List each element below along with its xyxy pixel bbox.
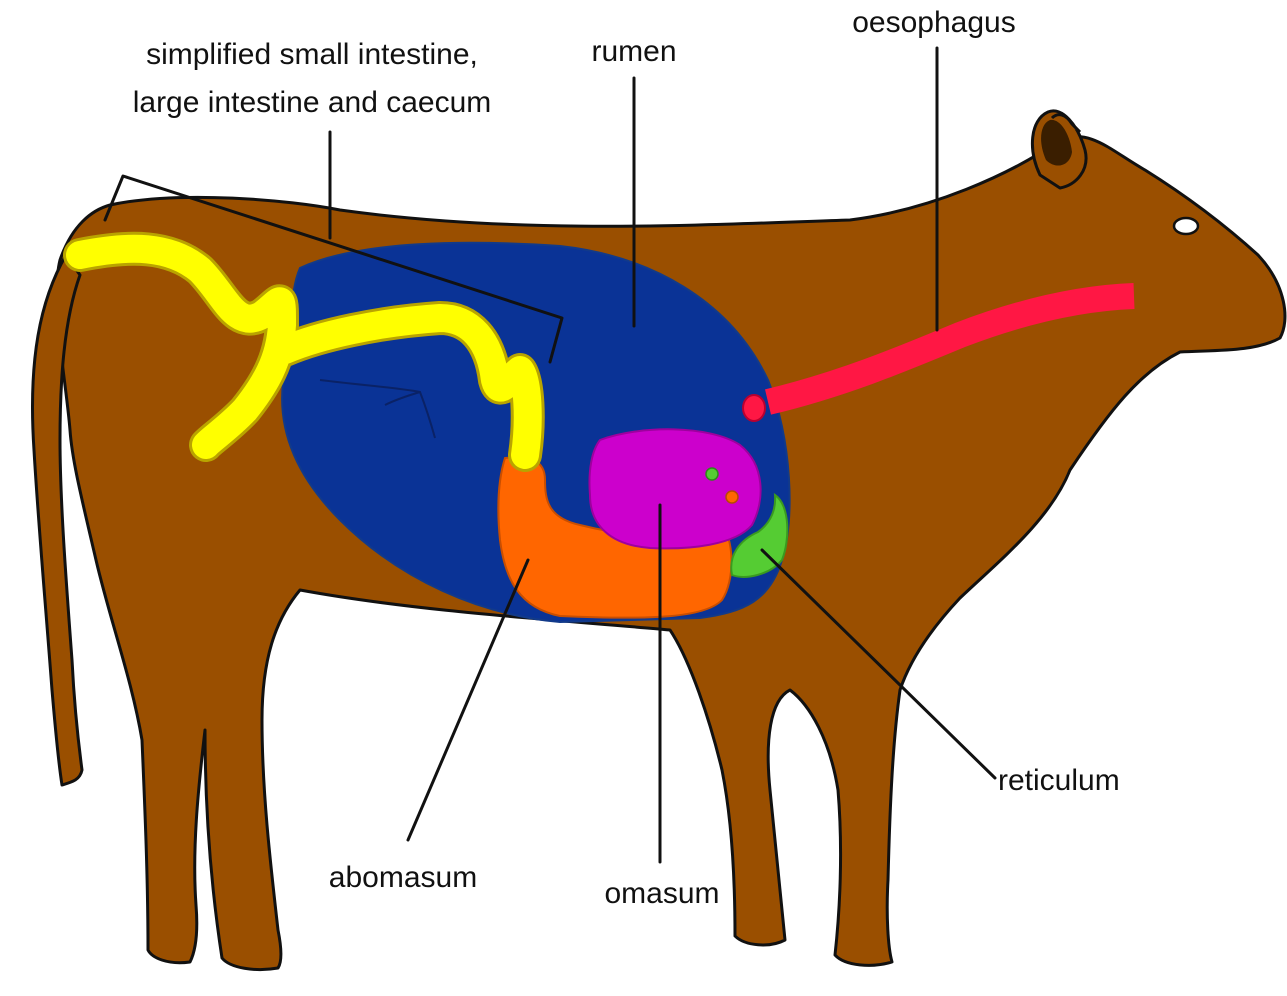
intestine-label-line1: simplified small intestine,	[146, 38, 478, 71]
abomasum-label: abomasum	[329, 861, 477, 894]
rumen-label: rumen	[591, 35, 676, 68]
omasum-label: omasum	[604, 877, 719, 910]
reticulum-label: reticulum	[998, 764, 1120, 797]
omasum-orange-dot	[726, 491, 738, 503]
oesophagus-label: oesophagus	[852, 6, 1015, 39]
oesophagus-opening	[743, 395, 765, 421]
cow-eye	[1174, 218, 1198, 234]
omasum-organ	[589, 429, 760, 548]
intestine-label-line2: large intestine and caecum	[133, 86, 492, 119]
omasum-green-dot	[706, 468, 718, 480]
